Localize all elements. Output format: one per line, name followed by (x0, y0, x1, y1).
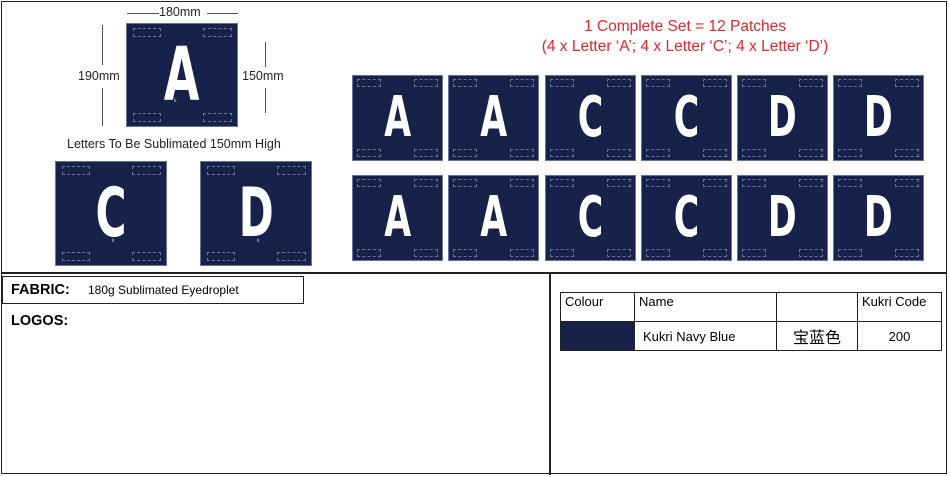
grid-patch: A (352, 175, 443, 261)
table-header-row: Colour Name Kukri Code (560, 292, 942, 322)
colour-swatch (560, 321, 635, 351)
fabric-label: FABRIC: (11, 282, 70, 298)
width-dim-line-left (127, 13, 159, 14)
sublimation-caption: Letters To Be Sublimated 150mm High (67, 137, 281, 151)
section-divider (1, 272, 947, 274)
letter-height-dimension: 150mm (242, 69, 284, 83)
height-dim-line-top (102, 25, 103, 65)
patch-letter: C (673, 185, 700, 250)
header-blank (776, 292, 858, 322)
grid-patch: D (833, 175, 924, 261)
logos-label: LOGOS: (11, 313, 69, 329)
grid-patch: C (641, 175, 732, 261)
width-dimension: 180mm (159, 5, 201, 19)
header-colour: Colour (560, 292, 635, 322)
patch-letter: D (768, 85, 797, 150)
column-divider (549, 273, 551, 475)
patch-letter: C (577, 185, 604, 250)
header-name: Name (634, 292, 777, 322)
patch-letter: A (164, 32, 200, 118)
width-dim-line-right (207, 13, 238, 14)
sample-patch-d: D k (200, 161, 312, 266)
grid-patch: C (545, 175, 636, 261)
grid-patch: D (833, 75, 924, 161)
header-kukri-code: Kukri Code (857, 292, 942, 322)
patch-letter: D (768, 185, 797, 250)
patch-letter: D (864, 85, 893, 150)
table-row: Kukri Navy Blue 宝蓝色 200 (560, 321, 942, 351)
height-dim-line-bottom (102, 88, 103, 126)
fabric-box (2, 276, 304, 304)
kukri-code: 200 (857, 321, 942, 351)
patch-letter: A (384, 85, 411, 150)
grid-patch: A (448, 175, 539, 261)
set-title: 1 Complete Set = 12 Patches (583, 18, 787, 35)
fabric-value: 180g Sublimated Eyedroplet (88, 283, 239, 297)
patch-letter: A (384, 185, 411, 250)
grid-patch: A (448, 75, 539, 161)
patch-letter: D (864, 185, 893, 250)
height-dimension: 190mm (78, 69, 120, 83)
grid-patch: D (737, 175, 828, 261)
patch-letter: C (577, 85, 604, 150)
grid-patch: C (641, 75, 732, 161)
grid-patch: C (545, 75, 636, 161)
colour-chinese-name: 宝蓝色 (776, 321, 858, 351)
letter-dim-line-top (265, 42, 266, 67)
sample-patch-c: C k (55, 161, 167, 266)
patch-letter: A (480, 185, 507, 250)
grid-patch: D (737, 75, 828, 161)
patch-letter: C (673, 85, 700, 150)
sample-patch-a: A k (126, 23, 238, 127)
colour-table: Colour Name Kukri Code Kukri Navy Blue 宝… (560, 292, 942, 351)
letter-dim-line-bottom (265, 88, 266, 113)
colour-name: Kukri Navy Blue (634, 321, 777, 351)
set-composition: (4 x Letter ‘A’; 4 x Letter ‘C’; 4 x Let… (541, 38, 829, 55)
patch-letter: A (480, 85, 507, 150)
patch-letter: D (238, 173, 274, 253)
grid-patch: A (352, 75, 443, 161)
patch-letter: C (95, 173, 127, 253)
